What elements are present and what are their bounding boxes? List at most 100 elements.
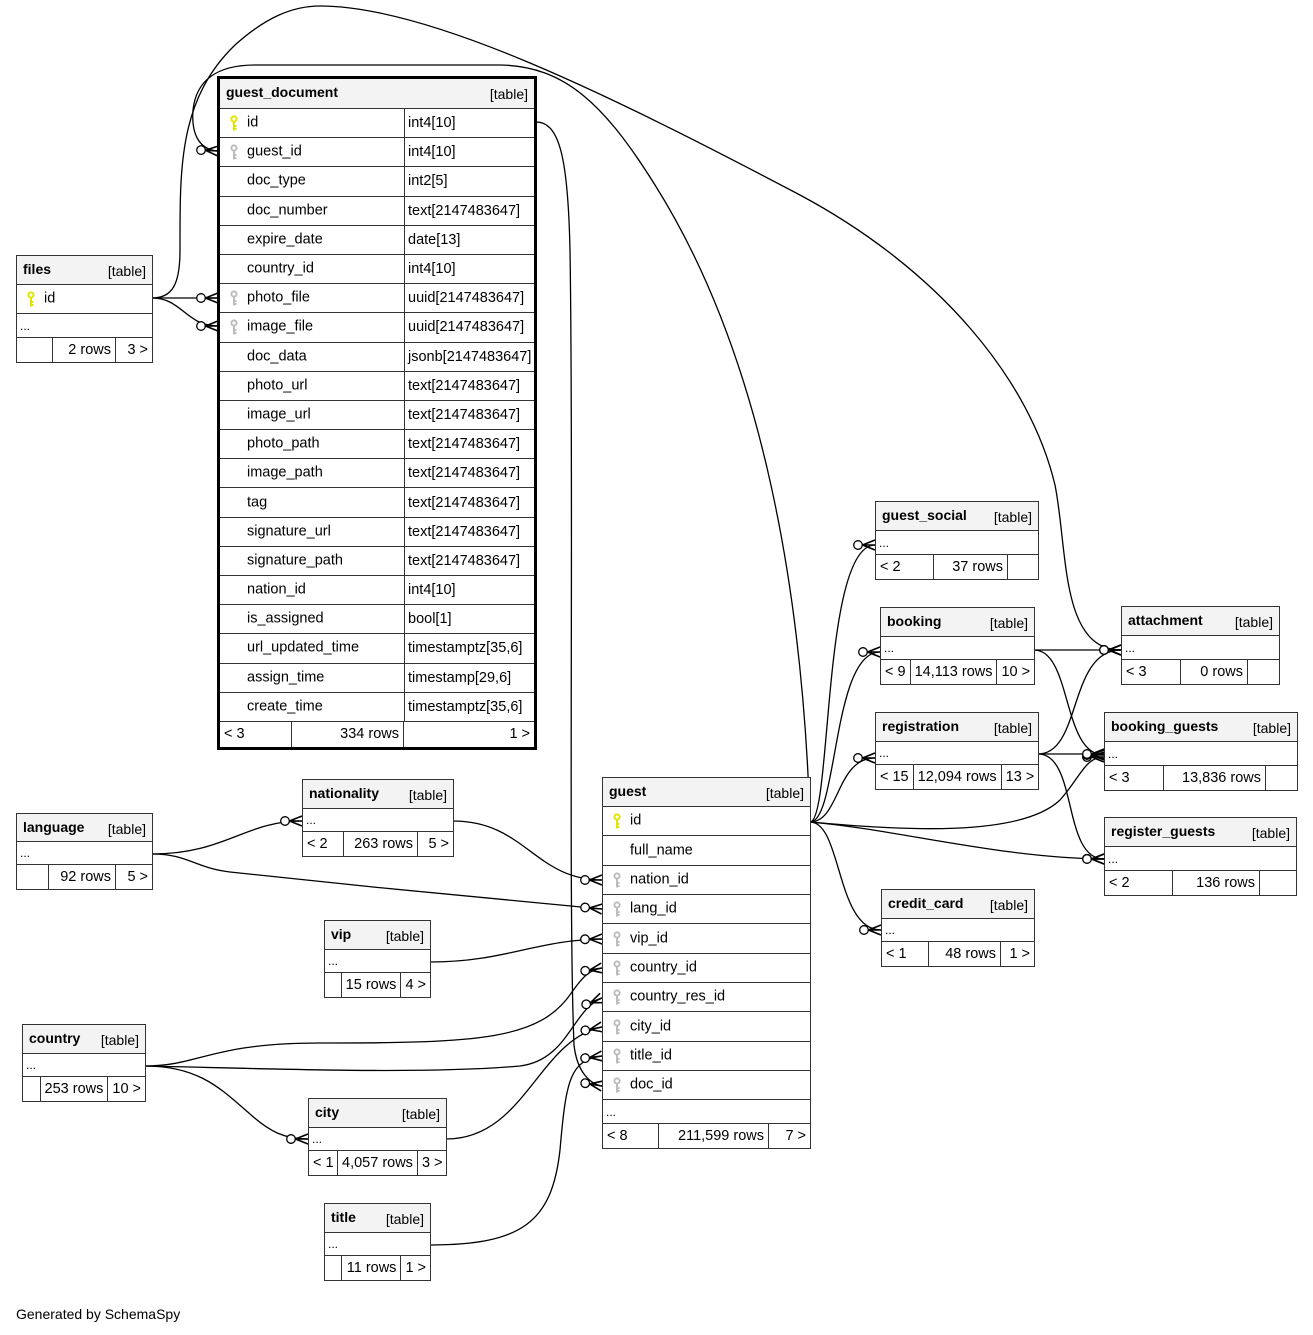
table-header[interactable]: files[table] — [17, 256, 152, 285]
table-name[interactable]: booking_guests — [1111, 718, 1219, 734]
column-row-id[interactable]: id — [17, 285, 152, 314]
parents-count-link[interactable]: < 8 — [603, 1124, 659, 1149]
column-row-city-id[interactable]: city_id — [603, 1012, 810, 1042]
table-header[interactable]: title[table] — [325, 1204, 430, 1233]
more-columns-row[interactable]: ... — [309, 1128, 446, 1151]
table-name[interactable]: guest_document — [226, 84, 339, 100]
children-count-link[interactable]: 3 > — [127, 342, 148, 358]
parents-count-link[interactable]: < 1 — [309, 1151, 338, 1175]
children-count-link[interactable]: 1 > — [1009, 946, 1030, 962]
more-columns-row[interactable]: ... — [1105, 847, 1296, 871]
parents-count-link[interactable] — [17, 338, 53, 362]
parents-count-link[interactable]: < 9 — [881, 660, 911, 684]
parents-count-link[interactable] — [17, 865, 49, 889]
table-name[interactable]: booking — [887, 613, 942, 629]
table-header[interactable]: booking[table] — [881, 608, 1034, 637]
children-count-link[interactable]: 3 > — [421, 1155, 443, 1171]
column-row-nation-id[interactable]: nation_id — [603, 866, 810, 896]
table-name[interactable]: guest_social — [882, 507, 967, 523]
table-header[interactable]: guest_social[table] — [876, 502, 1038, 531]
table-name[interactable]: vip — [331, 926, 352, 942]
children-count-link[interactable]: 10 > — [112, 1081, 141, 1097]
children-count-link[interactable]: 5 > — [428, 836, 449, 852]
table-header[interactable]: attachment[table] — [1122, 607, 1279, 636]
parents-count-link[interactable]: < 3 — [1105, 766, 1164, 790]
children-count-link[interactable]: 7 > — [785, 1128, 806, 1145]
table-name[interactable]: registration — [882, 718, 960, 734]
more-columns-row[interactable]: ... — [1105, 742, 1297, 766]
table-header[interactable]: registration[table] — [876, 713, 1038, 742]
table-name[interactable]: language — [23, 819, 85, 835]
table-header[interactable]: nationality[table] — [303, 780, 453, 809]
table-name[interactable]: register_guests — [1111, 823, 1216, 839]
table-name[interactable]: guest — [609, 783, 647, 799]
more-columns-row[interactable]: ... — [876, 531, 1038, 555]
more-columns-row[interactable]: ... — [325, 950, 430, 973]
parents-count-link[interactable] — [325, 973, 342, 997]
children-count-link[interactable] — [1266, 766, 1297, 790]
children-count-link[interactable] — [1008, 555, 1038, 579]
more-columns-row[interactable]: ... — [303, 809, 453, 832]
parents-count-link[interactable] — [23, 1077, 41, 1101]
table-name[interactable]: files — [23, 261, 52, 277]
children-count-link[interactable]: 5 > — [127, 869, 148, 885]
children-count-link[interactable] — [1260, 871, 1296, 895]
parents-count-link[interactable]: < 3 — [220, 721, 292, 747]
column-row-lang-id[interactable]: lang_id — [603, 895, 810, 925]
more-columns-row[interactable]: ... — [325, 1233, 430, 1256]
children-count-link[interactable]: 1 > — [509, 726, 530, 743]
table-header[interactable]: booking_guests[table] — [1105, 713, 1297, 742]
table-name[interactable]: country — [29, 1030, 81, 1046]
more-columns-row[interactable]: ... — [876, 742, 1038, 765]
table-name[interactable]: title — [331, 1209, 356, 1225]
more-columns-row[interactable]: ... — [881, 637, 1034, 660]
table-header[interactable]: country[table] — [23, 1025, 145, 1054]
column-row-full-name[interactable]: full_name — [603, 836, 810, 866]
table-name[interactable]: credit_card — [888, 895, 964, 911]
table-header[interactable]: city[table] — [309, 1099, 446, 1128]
parents-count-link[interactable]: < 15 — [876, 765, 914, 789]
table-header[interactable]: guest[table] — [603, 778, 810, 807]
more-columns-row[interactable]: ... — [1122, 636, 1279, 660]
more-columns-row[interactable]: ... — [603, 1100, 810, 1125]
table-header[interactable]: register_guests[table] — [1105, 818, 1296, 847]
table-name[interactable]: attachment — [1128, 612, 1203, 628]
parents-count-link[interactable]: < 2 — [1105, 871, 1173, 895]
children-count-link[interactable] — [1248, 660, 1279, 684]
more-columns-row[interactable]: ... — [882, 919, 1034, 942]
column-row-id[interactable]: id — [603, 807, 810, 837]
column-row-title-id[interactable]: title_id — [603, 1042, 810, 1072]
parents-count-link[interactable] — [325, 1256, 342, 1280]
